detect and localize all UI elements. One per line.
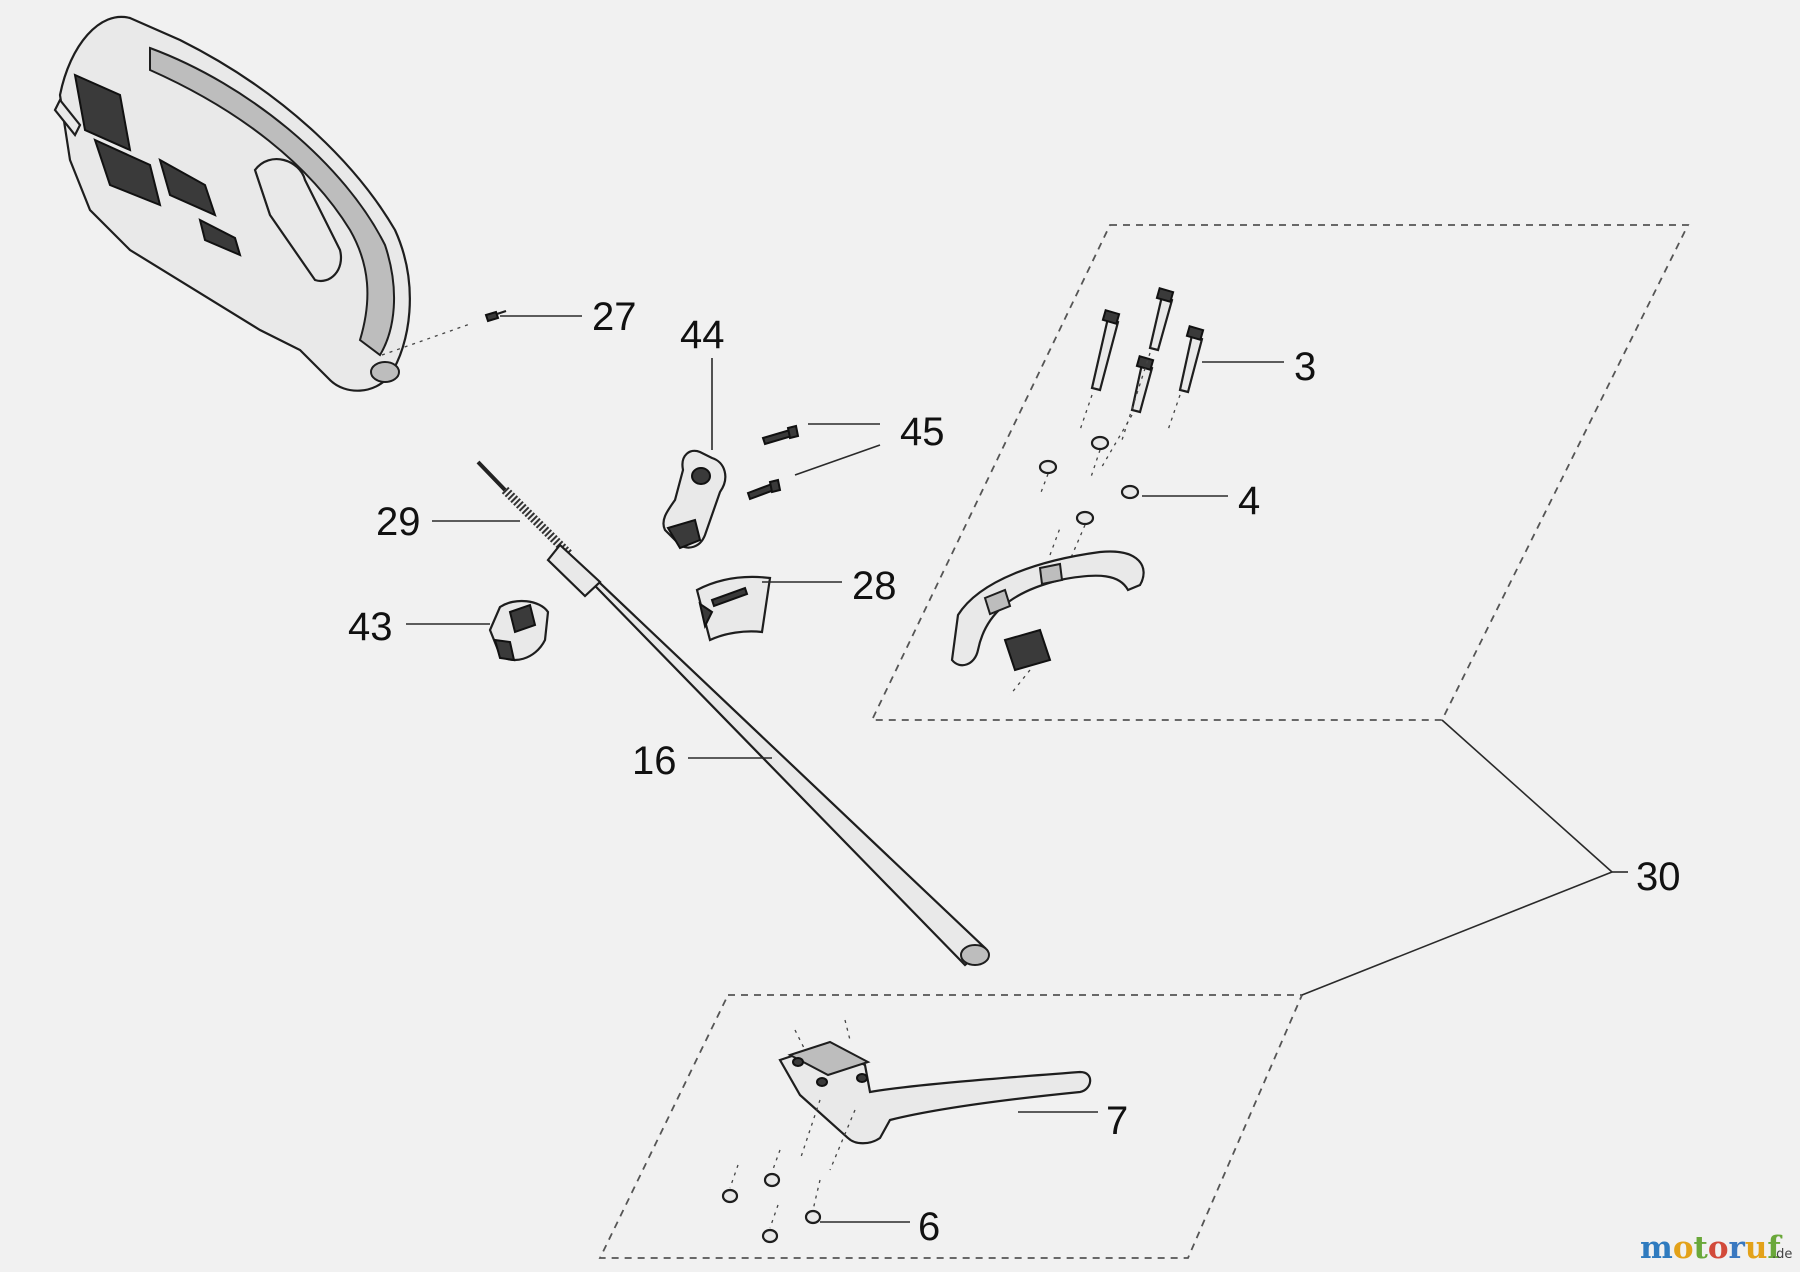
watermark-logo: motoruf .de bbox=[1640, 1230, 1792, 1266]
callout-28: 28 bbox=[852, 564, 897, 608]
callout-6: 6 bbox=[918, 1205, 940, 1249]
svg-text:motoruf: motoruf bbox=[1640, 1230, 1782, 1266]
callout-30: 30 bbox=[1636, 855, 1681, 899]
handle-kit-upper-box bbox=[870, 224, 1690, 721]
knob-43-drawing bbox=[488, 599, 550, 662]
screws-45-drawing bbox=[746, 424, 800, 501]
drive-shaft-29-drawing bbox=[476, 460, 574, 559]
callout-45: 45 bbox=[900, 410, 945, 454]
rear-handle-7-drawing bbox=[778, 1019, 1092, 1171]
nuts-6-drawing bbox=[721, 1149, 822, 1244]
loop-handle-drawing bbox=[950, 527, 1145, 696]
callout-29: 29 bbox=[376, 500, 421, 544]
clamp-44-drawing bbox=[662, 449, 727, 550]
handle-kit-lower-box bbox=[598, 994, 1304, 1259]
callout-4: 4 bbox=[1238, 479, 1260, 523]
callout-16: 16 bbox=[632, 739, 677, 783]
callout-43: 43 bbox=[348, 605, 393, 649]
motor-housing-drawing bbox=[53, 15, 411, 392]
callout-7: 7 bbox=[1106, 1099, 1128, 1143]
callout-3: 3 bbox=[1294, 345, 1316, 389]
screw-27-drawing bbox=[381, 309, 507, 356]
shaft-tube-16-drawing bbox=[546, 543, 990, 967]
label-28-drawing bbox=[695, 575, 772, 642]
bolts-3-drawing bbox=[1079, 287, 1205, 471]
callout-44: 44 bbox=[680, 313, 725, 357]
callout-27: 27 bbox=[592, 295, 637, 339]
watermark-tld: .de bbox=[1772, 1247, 1792, 1262]
nuts-4-drawing bbox=[1038, 435, 1140, 561]
